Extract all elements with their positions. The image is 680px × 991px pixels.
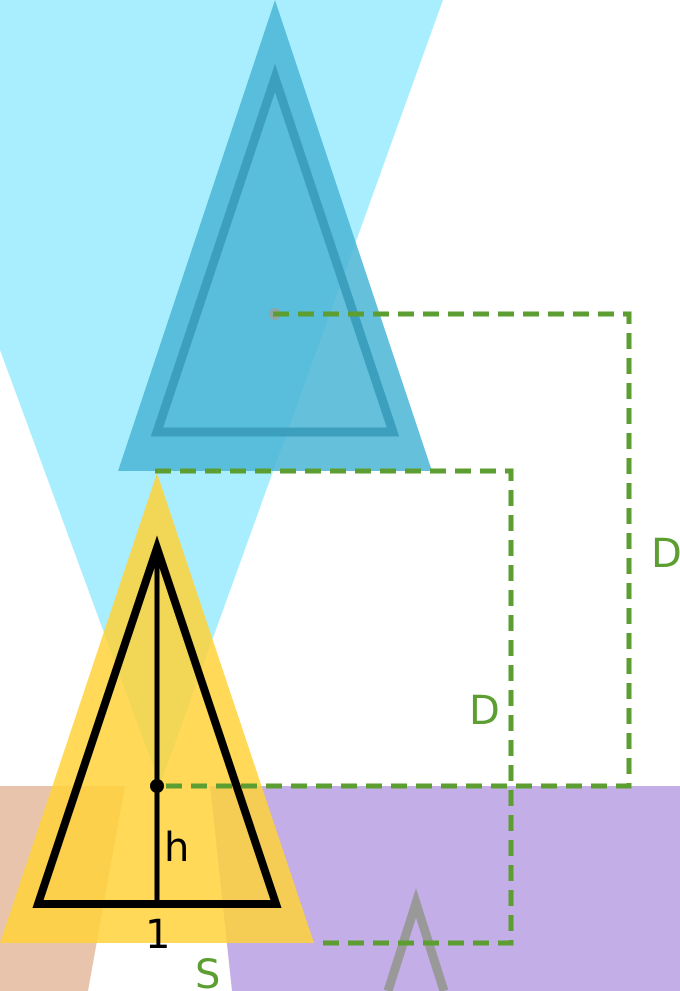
black-triangle-center-point xyxy=(150,779,164,793)
s-label: S xyxy=(195,952,220,991)
outer-distance-bracket xyxy=(160,311,632,789)
inner-distance-bracket xyxy=(155,468,514,946)
gray-partial-triangle xyxy=(383,888,449,991)
purple-region xyxy=(210,786,680,991)
blue-triangle xyxy=(118,0,432,471)
height-label: h xyxy=(164,825,189,871)
outer-distance-label: D xyxy=(651,531,680,577)
base-length-label: 1 xyxy=(145,912,170,958)
inner-distance-label: D xyxy=(469,688,500,734)
blue-triangle-inner-outline xyxy=(150,63,400,437)
